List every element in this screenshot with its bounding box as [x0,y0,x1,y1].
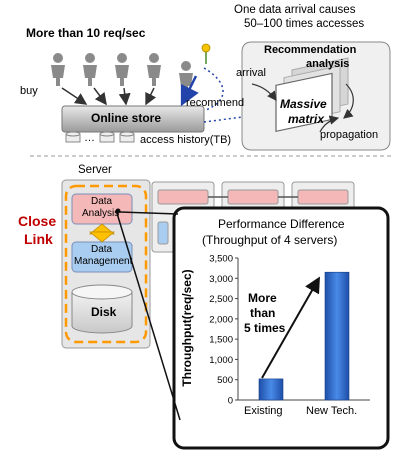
y-tick-label: 3,500 [209,254,233,265]
user-icon [147,53,161,86]
history-ellipsis: … [84,132,95,144]
flower-icon [201,43,211,64]
server-title: Server [78,164,112,176]
callout-pointer-bottom [115,209,181,421]
y-tick-label: 3,000 [209,274,233,285]
matrix-line-2: matrix [288,112,325,126]
causes-line-1: One data arrival causes [234,4,356,16]
buy-label: buy [20,85,38,97]
dotted-arc [203,67,224,111]
multiplier-line-1: More [248,291,277,305]
y-tick-label: 1,500 [209,335,233,346]
close-link-line-1: Close [18,213,57,229]
performance-title-line-2: (Throughput of 4 servers) [202,233,338,247]
matrix-line-1: Massive [280,97,327,111]
data-management-line-2: Management [74,256,133,267]
bar-existing [258,378,284,401]
disk-label: Disk [91,305,117,319]
callout-anchor [115,208,121,214]
multiplier-line-2: than [250,306,276,320]
bars [258,271,350,401]
recommend-label: recommend [186,97,245,109]
link-arrow-icon [88,223,116,243]
access-history-label: access history(TB) [140,134,232,146]
analysis-arc [343,83,354,119]
category-label-existing: Existing [244,405,283,417]
recommendation-label: Recommendation [264,44,357,56]
data-management-line-1: Data [91,244,113,255]
matrix-stack [275,57,349,133]
propagation-label: propagation [320,129,379,141]
close-link-boundary [64,184,148,344]
user-icon [115,53,129,86]
dotted-link [203,113,267,123]
y-axis-label: Throughput(req/sec) [180,269,194,387]
y-ticks: 0 500 1,000 1,500 2,000 2,500 3,000 3,500 [209,254,238,407]
request-rate-label: More than 10 req/sec [26,26,146,40]
online-store-label: Online store [91,111,162,125]
recommend-arrow [180,75,199,107]
y-tick-label: 2,500 [209,294,233,305]
causes-line-2: 50–100 times accesses [244,18,365,30]
arrival-arrow [251,83,277,101]
analysis-label: analysis [306,58,350,70]
bar-new-tech [324,271,350,401]
history-disks [65,131,135,143]
user-icon [179,61,193,94]
category-label-new: New Tech. [306,405,358,417]
disk-cylinder [71,284,133,334]
data-analysis-line-2: Analysis [82,208,120,219]
increase-arrow [261,276,320,379]
performance-title-line-1: Performance Difference [218,217,345,231]
y-tick-label: 0 [228,396,233,407]
user-icon [51,53,65,86]
y-tick-label: 2,000 [209,314,233,325]
buy-arrows [61,87,157,106]
close-link-line-2: Link [24,231,53,247]
user-figures [51,53,193,94]
y-tick-label: 1,000 [209,355,233,366]
propagation-arrow [319,115,340,133]
callout-pointer-top [119,211,179,215]
y-tick-label: 500 [217,375,233,386]
data-analysis-line-1: Data [91,196,113,207]
multiplier-line-3: 5 times [244,321,286,335]
user-icon [83,53,97,86]
online-store-box [61,105,205,133]
arrival-label: arrival [236,67,266,79]
